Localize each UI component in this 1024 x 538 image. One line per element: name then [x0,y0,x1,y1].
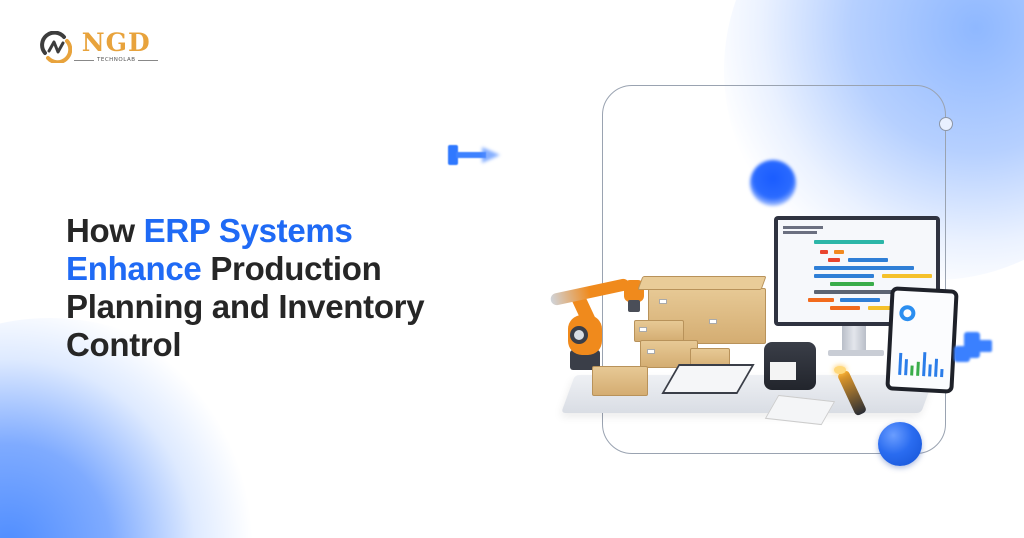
erp-illustration [540,200,960,460]
puzzle-decoration-icon [954,332,994,368]
illustration-frame [602,85,946,454]
title-text: Planning and Inventory [66,288,425,325]
blue-orb-decoration [750,160,796,206]
monitor-icon [774,216,940,326]
title-text: How [66,212,144,249]
box-icon [592,366,648,396]
frame-node-icon [939,117,953,131]
tablet-icon [885,286,959,394]
title-highlight: Enhance [66,250,202,287]
page-title: How ERP Systems Enhance Production Plann… [66,212,486,364]
robot-arm-icon [570,350,600,370]
title-highlight: ERP Systems [143,212,353,249]
title-text: Production [201,250,382,287]
blue-sphere-decoration [878,422,922,466]
printer-icon [764,342,816,390]
arrow-decoration-icon [446,143,506,167]
title-text: Control [66,326,182,363]
box-icon [634,320,684,342]
logo-wordmark: NGD [81,28,151,57]
analytics-screen [889,290,955,390]
barcode-sheet [764,394,836,426]
brand-logo[interactable]: NGD TECHNOLAB [40,28,158,64]
logo-subtitle: TECHNOLAB [74,57,158,63]
logo-mark-icon [40,30,73,64]
box-icon [637,276,767,290]
